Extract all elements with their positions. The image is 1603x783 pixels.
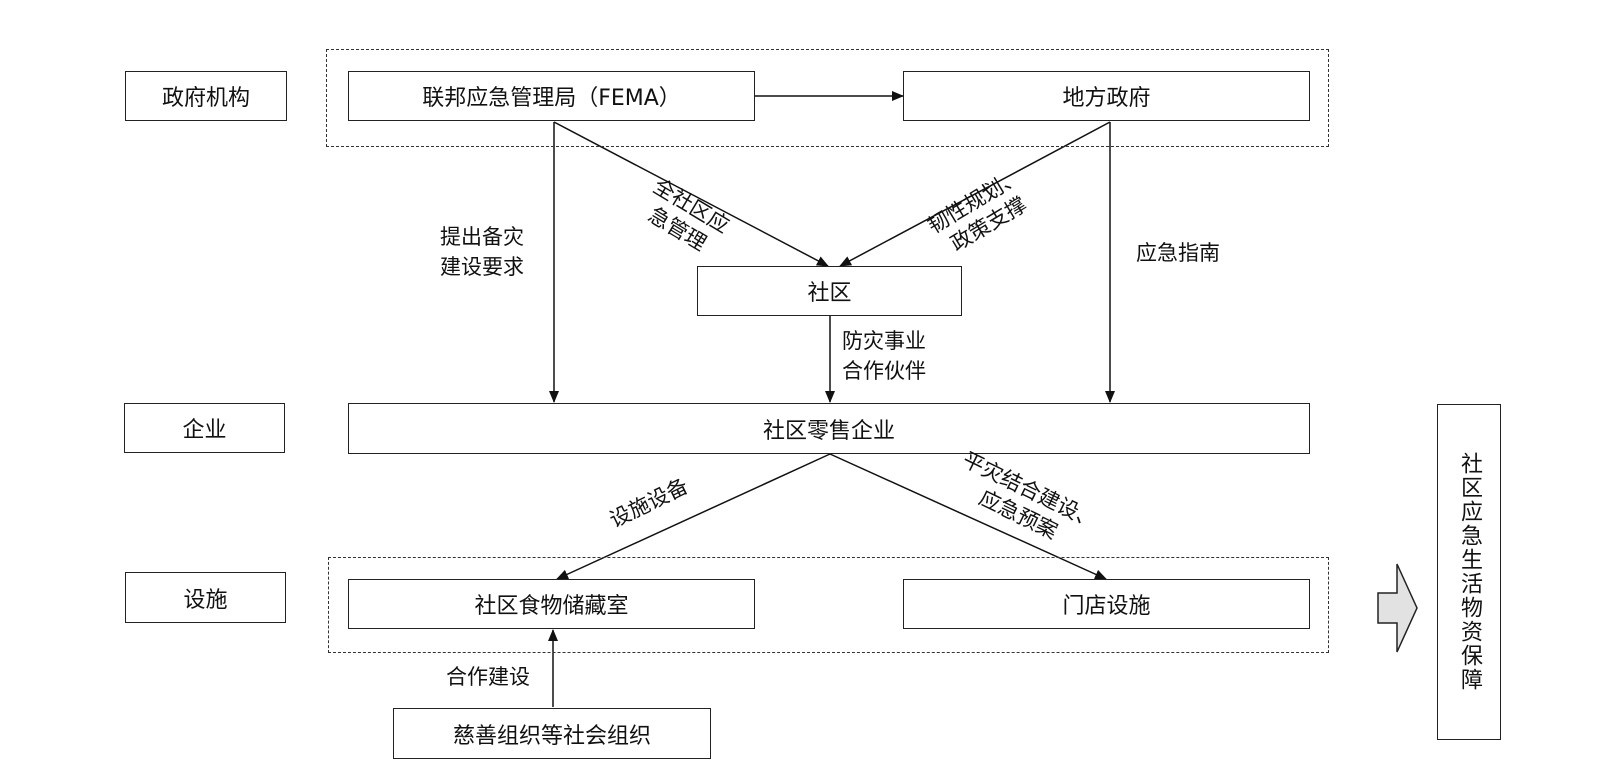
row-label-government: 政府机构 [125, 71, 287, 121]
label-prepare: 提出备灾 建设要求 [440, 225, 524, 279]
arrow-retail-to-pantry [556, 453, 831, 580]
outcome-arrow-icon [1377, 563, 1418, 653]
government-group [326, 49, 1329, 147]
row-label-enterprise: 企业 [124, 403, 285, 453]
label-guide: 应急指南 [1136, 241, 1220, 265]
node-community-retail: 社区零售企业 [348, 403, 1310, 454]
arrow-retail-to-store [829, 453, 1107, 580]
node-fema: 联邦应急管理局（FEMA） [348, 71, 755, 121]
row-label-facilities: 设施 [125, 572, 286, 623]
label-partner: 防灾事业 合作伙伴 [842, 329, 926, 383]
node-store-facilities: 门店设施 [903, 579, 1310, 629]
node-charity: 慈善组织等社会组织 [393, 708, 711, 759]
node-local-government: 地方政府 [903, 71, 1310, 121]
label-co-build: 合作建设 [446, 665, 530, 689]
node-food-pantry: 社区食物储藏室 [348, 579, 755, 629]
facilities-group [328, 557, 1329, 653]
outcome-box: 社区应急生活物资保障 [1437, 404, 1501, 740]
node-community: 社区 [697, 266, 962, 316]
